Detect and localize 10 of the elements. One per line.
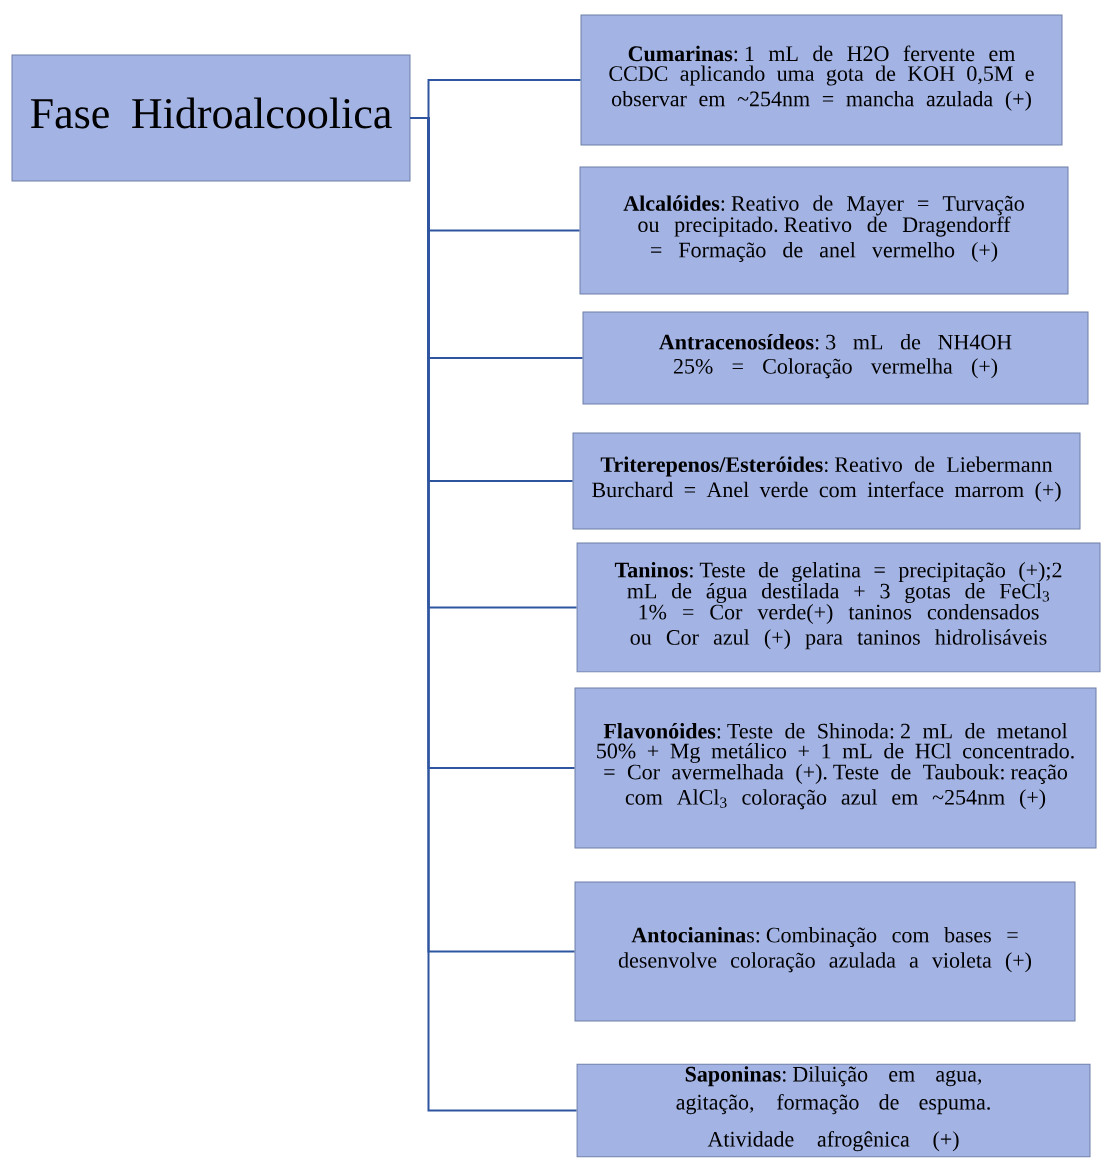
test-box: Saponinas: Diluição em agua, agitação, formação de espuma. Atividade afrogênica (+) bbox=[576, 1063, 1091, 1158]
test-box: Triterepenos/Esteróides: Reativo de Liebermann Burchard = Anel verde com interface marrom (+) bbox=[572, 432, 1081, 530]
connector-line bbox=[409, 117, 578, 1112]
test-box: Antracenosídeos: 3 mL de NH4OH 25% = Coloração vermelha (+) bbox=[582, 311, 1089, 405]
test-box: Flavonóides: Teste de Shinoda: 2 mL de metanol 50% + Mg metálico + 1 mL de HCl concentrado. = Cor avermelhada (+). Teste de Taubouk: reação com AlCl$_{3}$ coloração azul em ~254nm (+) bbox=[574, 687, 1097, 849]
test-box: Taninos: Teste de gelatina = precipitação (+);2 mL de água destilada + 3 gotas de FeCl$_{3}$ 1% = Cor verde(+) taninos condensados ou Cor azul (+) para taninos hidrolisáveis bbox=[576, 542, 1101, 673]
test-box: Antocianinas: Combinação com bases = desenvolve coloração azulada a violeta (+) bbox=[574, 881, 1076, 1022]
root-box: Fase Hidroalcoolica bbox=[11, 54, 411, 182]
test-box: Cumarinas: 1 mL de H2O fervente em CCDC aplicando uma gota de KOH 0,5M e observar em ~254nm = mancha azulada (+) bbox=[580, 14, 1063, 146]
test-box: Alcalóides: Reativo de Mayer = Turvação ou precipitado. Reativo de Dragendorff = Formação de anel vermelho (+) bbox=[579, 166, 1069, 295]
